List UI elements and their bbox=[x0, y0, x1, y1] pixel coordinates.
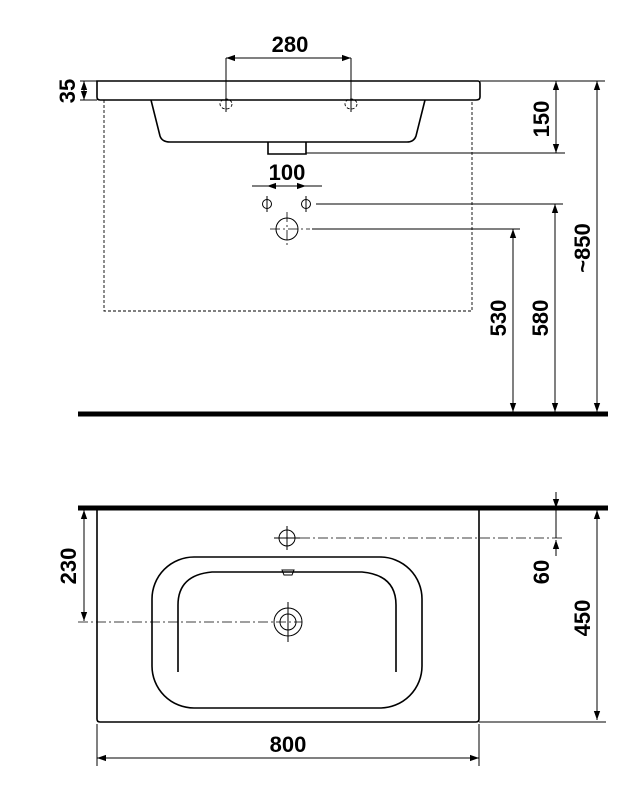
plan-view: 230 60 450 800 bbox=[56, 492, 608, 766]
dim-valve-spacing: 100 bbox=[269, 160, 306, 185]
elevation-view: 280 35 150 100 530 580 ~850 bbox=[55, 32, 608, 417]
dim-total-height: ~850 bbox=[570, 223, 595, 273]
cabinet-outline bbox=[103, 100, 473, 312]
dim-basin-depth: 450 bbox=[570, 600, 595, 637]
bowl-outer bbox=[151, 556, 423, 709]
basin-outline bbox=[96, 510, 480, 723]
dim-rim-thickness: 35 bbox=[55, 79, 80, 103]
waste-outlet bbox=[267, 142, 307, 155]
basin-bowl bbox=[150, 99, 426, 143]
dim-waste-height: 530 bbox=[486, 300, 511, 337]
dim-bowl-depth: 150 bbox=[529, 101, 554, 138]
dim-wall-to-tap-hole: 60 bbox=[529, 560, 554, 584]
dim-valve-height: 580 bbox=[528, 300, 553, 337]
bowl-inner bbox=[177, 571, 397, 672]
dim-wall-to-waste-axis: 230 bbox=[56, 548, 81, 585]
basin-rim bbox=[96, 80, 481, 101]
dim-tap-hole-spacing: 280 bbox=[272, 32, 309, 57]
dim-basin-width: 800 bbox=[270, 732, 307, 757]
overflow-slot bbox=[281, 569, 295, 576]
